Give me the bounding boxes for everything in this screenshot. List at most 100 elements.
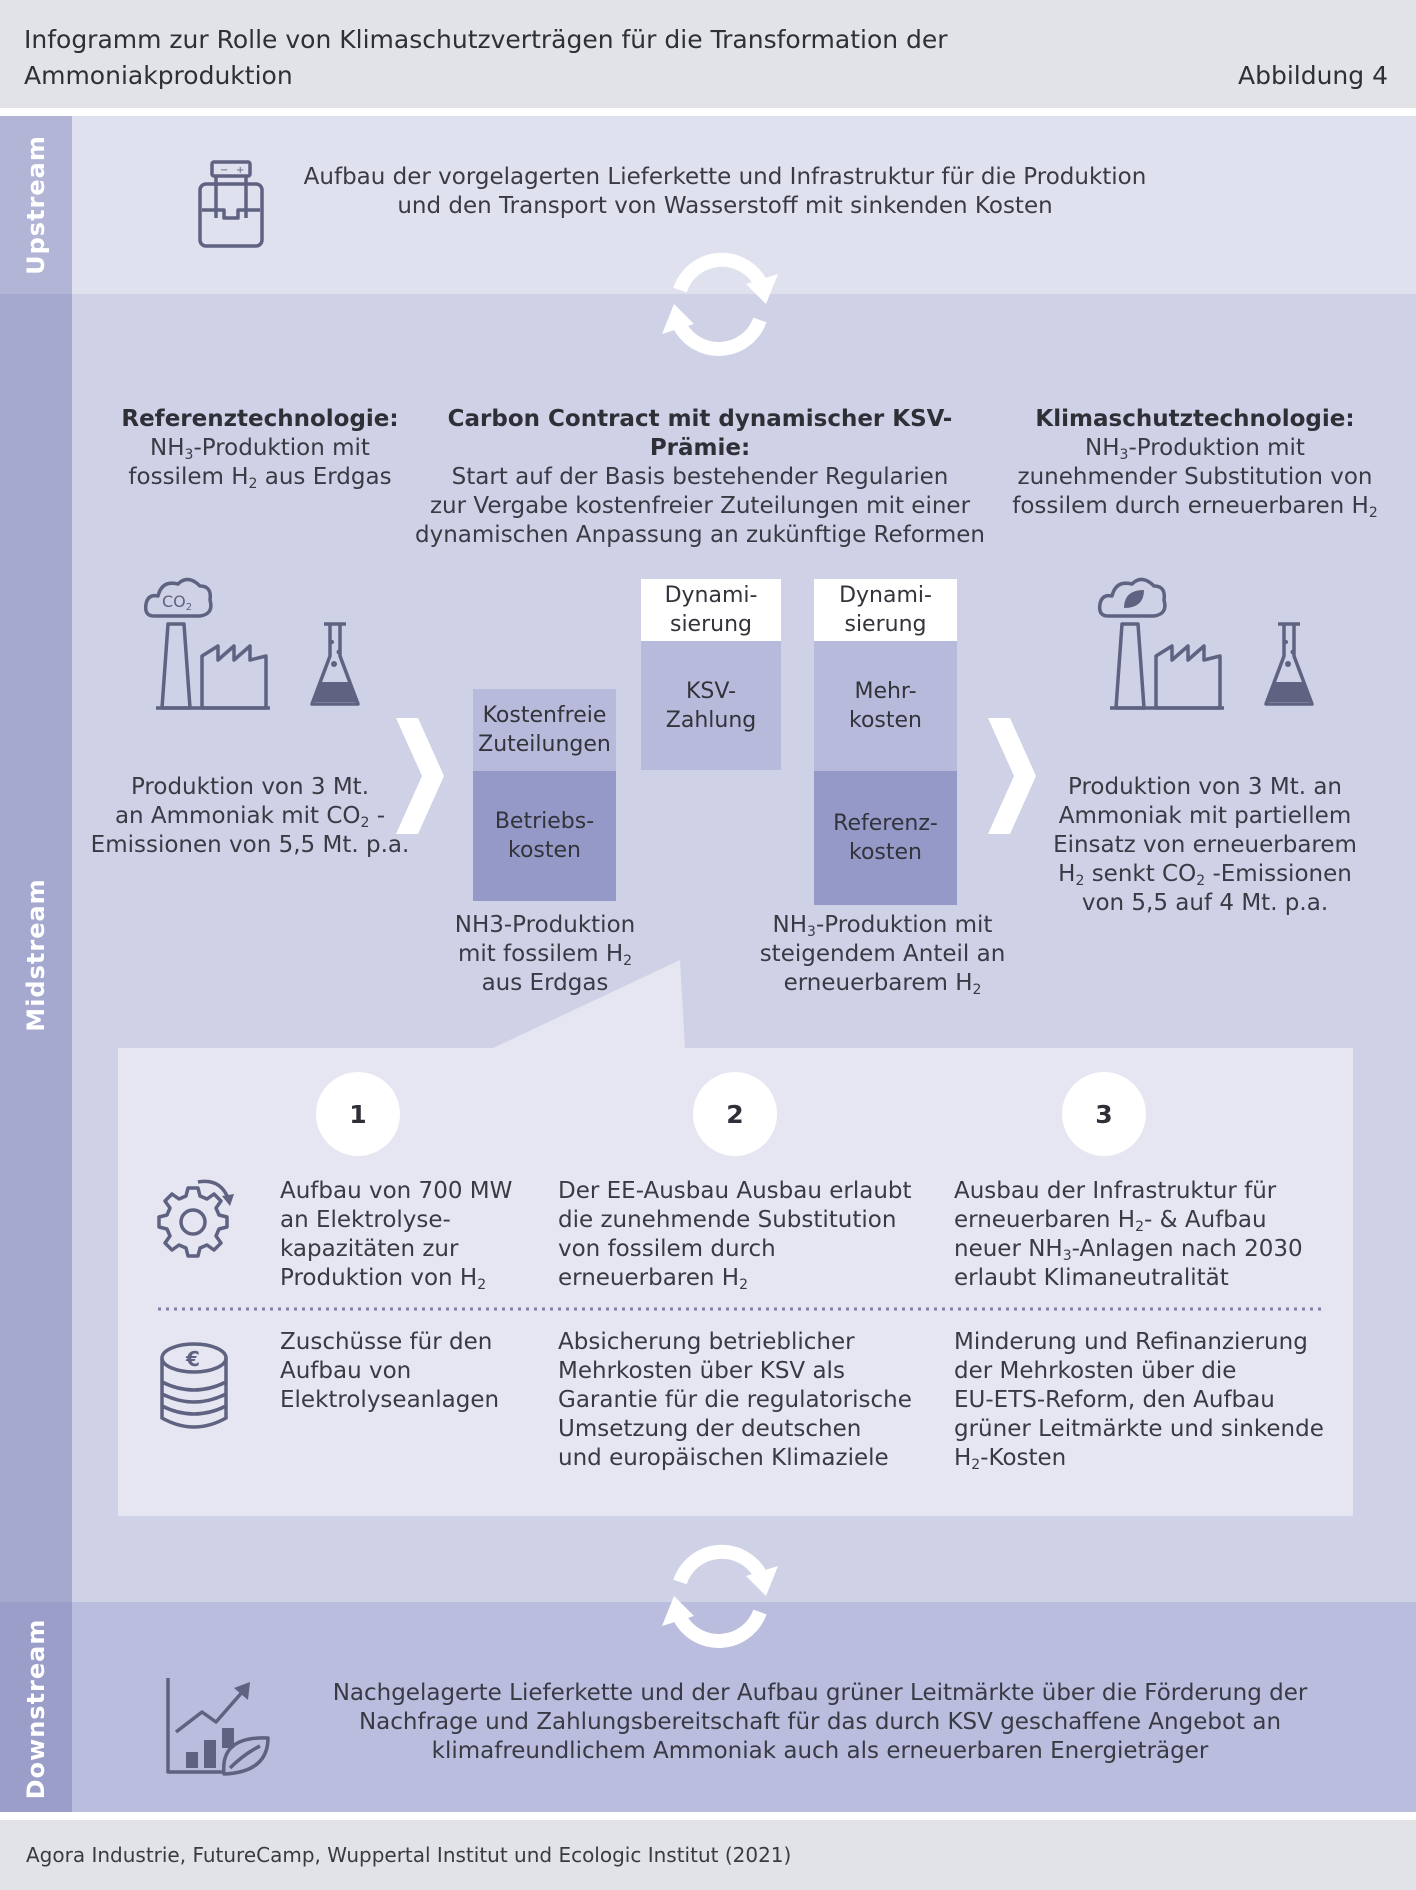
step-2-text: Der EE-Ausbau Ausbau erlaubt die zunehme… <box>558 1177 928 1293</box>
dynamization-box: Dynami-sierung <box>641 579 781 641</box>
climate-line: zunehmender Substitution von <box>1017 464 1373 490</box>
page-title: Infogramm zur Rolle von Klimaschutzvertr… <box>24 22 1174 94</box>
step-line: von fossilem durch <box>558 1236 776 1262</box>
upstream-text-line: Aufbau der vorgelagerten Lieferkette und… <box>303 164 1147 190</box>
reference-production: Produktion von 3 Mt. an Ammoniak mit CO2… <box>90 773 410 860</box>
downstream-text-line: klimafreundlichem Ammoniak auch als erne… <box>431 1738 1209 1764</box>
funding-line: und europäischen Klimaziele <box>558 1445 889 1471</box>
upstream-label: Upstream <box>22 135 50 275</box>
title-line-1: Infogramm zur Rolle von Klimaschutzvertr… <box>24 25 948 54</box>
figure-label: Abbildung 4 <box>1237 61 1388 90</box>
factory-co2-icon: CO2 <box>143 577 360 710</box>
reference-technology: Referenztechnologie: NH3-Produktion mit … <box>90 405 430 492</box>
funding-line: Aufbau von <box>280 1358 412 1384</box>
step-line: Aufbau von 700 MW <box>280 1178 513 1204</box>
caption-line: mit fossilem H2 <box>457 941 633 969</box>
step-number-1: 1 <box>316 1072 400 1156</box>
step-line: neuer NH3-Anlagen nach 2030 <box>954 1236 1303 1264</box>
funding-line: grüner Leitmärkte und sinkende <box>954 1416 1324 1442</box>
co2-label: CO2 <box>162 592 192 613</box>
caption-line: erneuerbarem H2 <box>783 970 982 998</box>
caption-line: steigendem Anteil an <box>759 941 1006 967</box>
step-line: Der EE-Ausbau Ausbau erlaubt <box>558 1178 912 1204</box>
climate-line: NH3-Produktion mit <box>1085 435 1305 463</box>
contract-heading: Carbon Contract mit dynamischer KSV-Präm… <box>447 406 953 461</box>
contract-line: zur Vergabe kostenfreier Zuteilungen mit… <box>429 493 971 519</box>
right-caption: NH3-Produktion mit steigendem Anteil an … <box>750 911 1015 998</box>
growth-chart-leaf-icon <box>166 1678 270 1776</box>
euro-symbol: € <box>185 1347 200 1371</box>
additional-costs-box: Mehr-kosten <box>814 641 957 771</box>
caption-line: aus Erdgas <box>481 970 609 996</box>
funding-3-text: Minderung und Refinanzierung der Mehrkos… <box>954 1328 1334 1473</box>
svg-text:+: + <box>236 165 244 176</box>
step-line: an Elektrolyse- <box>280 1207 451 1233</box>
contract-line: dynamischen Anpassung an zukünftige Refo… <box>415 522 985 548</box>
climate-line: fossilem durch erneuerbaren H2 <box>1012 493 1378 521</box>
downstream-text-line: Nachfrage und Zahlungsbereitschaft für d… <box>358 1709 1282 1735</box>
dynamization-box: Dynami-sierung <box>814 579 957 641</box>
production-line: Emissionen von 5,5 Mt. p.a. <box>90 832 410 858</box>
production-line: an Ammoniak mit CO2 - <box>114 803 386 831</box>
production-line: von 5,5 auf 4 Mt. p.a. <box>1081 890 1329 916</box>
step-line: Ausbau der Infrastruktur für <box>954 1178 1277 1204</box>
header <box>0 0 1416 108</box>
funding-line: der Mehrkosten über die <box>954 1358 1237 1384</box>
funding-line: H2-Kosten <box>954 1445 1067 1473</box>
reference-line: NH3-Produktion mit <box>150 435 370 463</box>
climate-technology: Klimaschutztechnologie: NH3-Produktion m… <box>1010 405 1380 521</box>
step-number-3: 3 <box>1062 1072 1146 1156</box>
step-line: Produktion von H2 <box>280 1265 487 1293</box>
funding-2-text: Absicherung betrieblicher Mehrkosten übe… <box>558 1328 938 1473</box>
contract-line: Start auf der Basis bestehender Regulari… <box>451 464 949 490</box>
euro-coins-icon: € <box>160 1342 228 1429</box>
funding-line: Minderung und Refinanzierung <box>954 1329 1308 1355</box>
step-1-text: Aufbau von 700 MW an Elektrolyse- kapazi… <box>280 1177 530 1293</box>
funding-line: Mehrkosten über KSV als <box>558 1358 845 1384</box>
step-line: erneuerbaren H2- & Aufbau <box>954 1207 1267 1235</box>
production-line: Produktion von 3 Mt. <box>130 774 370 800</box>
electrolyser-icon: − + <box>198 160 264 248</box>
caption-line: NH3-Produktion <box>454 912 636 938</box>
svg-text:−: − <box>220 165 228 176</box>
operating-costs-box: Betriebs-kosten <box>473 771 616 901</box>
funding-1-text: Zuschüsse für den Aufbau von Elektrolyse… <box>280 1328 530 1415</box>
downstream-label: Downstream <box>22 1618 50 1800</box>
chevron-right-icon <box>988 718 1036 834</box>
downstream-text: Nachgelagerte Lieferkette und der Aufbau… <box>290 1679 1350 1766</box>
climate-production: Produktion von 3 Mt. an Ammoniak mit par… <box>1050 773 1360 918</box>
step-line: die zunehmende Substitution <box>558 1207 897 1233</box>
step-line: kapazitäten zur <box>280 1236 459 1262</box>
step-number-2: 2 <box>693 1072 777 1156</box>
funding-line: Garantie für die regulatorische <box>558 1387 912 1413</box>
chevron-right-icon <box>396 718 444 834</box>
upstream-text-line: und den Transport von Wasserstoff mit si… <box>397 193 1053 219</box>
cycle-arrows-icon <box>662 1544 778 1648</box>
upstream-side <box>0 116 72 294</box>
funding-line: Absicherung betrieblicher <box>558 1329 855 1355</box>
title-line-2: Ammoniakproduktion <box>24 61 293 90</box>
upstream-text: Aufbau der vorgelagerten Lieferkette und… <box>300 163 1150 221</box>
production-line: Produktion von 3 Mt. an <box>1067 774 1343 800</box>
funding-line: Zuschüsse für den <box>280 1329 493 1355</box>
ksv-payment-box: KSV-Zahlung <box>641 641 781 770</box>
carbon-contract: Carbon Contract mit dynamischer KSV-Präm… <box>410 405 990 550</box>
midstream-label: Midstream <box>22 878 50 1032</box>
step-3-text: Ausbau der Infrastruktur für erneuerbare… <box>954 1177 1334 1293</box>
callout-panel <box>118 960 1353 1516</box>
step-line: erlaubt Klimaneutralität <box>954 1265 1229 1291</box>
reference-costs-box: Referenz-kosten <box>814 771 957 905</box>
caption-line: NH3-Produktion mit <box>772 912 993 940</box>
step-line: erneuerbaren H2 <box>558 1265 749 1293</box>
cycle-arrows-icon <box>662 252 778 356</box>
footer <box>0 1820 1416 1890</box>
downstream-text-line: Nachgelagerte Lieferkette und der Aufbau… <box>332 1680 1308 1706</box>
reference-heading: Referenztechnologie: <box>121 406 399 432</box>
funding-line: EU-ETS-Reform, den Aufbau <box>954 1387 1275 1413</box>
left-caption: NH3-Produktion mit fossilem H2 aus Erdga… <box>430 911 660 998</box>
production-line: H2 senkt CO2 -Emissionen <box>1058 861 1352 889</box>
midstream-side <box>0 294 72 1602</box>
production-line: Einsatz von erneuerbarem <box>1053 832 1357 858</box>
downstream-side <box>0 1602 72 1812</box>
